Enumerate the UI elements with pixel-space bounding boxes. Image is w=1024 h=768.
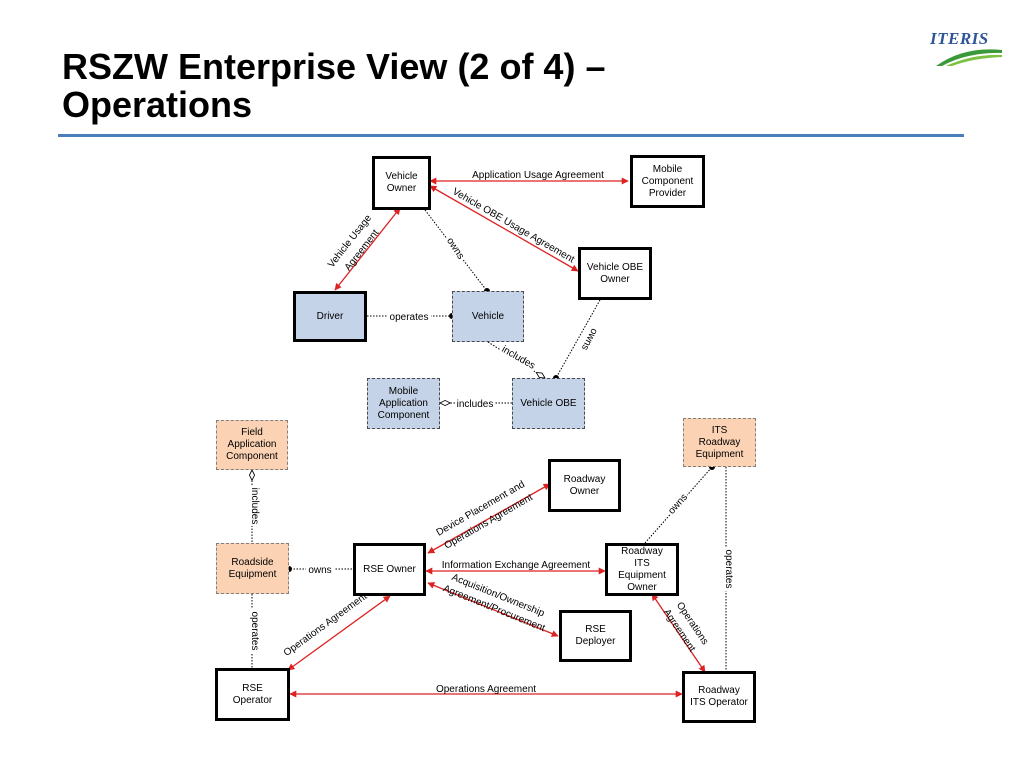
node-vehicle-label: Vehicle [471,310,505,322]
node-rse-owner-label: RSE Owner [363,563,416,575]
slide-title-line-1: RSZW Enterprise View (2 of 4) – [62,46,606,87]
node-roadway-owner-label: Roadway Owner [563,473,606,497]
node-mobile-component-provider: Mobile Component Provider [630,155,705,208]
label-owns-obe: owns [579,326,600,352]
node-rse-deployer-label: RSE Deployer [575,624,616,647]
logo-road-swoosh-icon [936,49,1002,66]
node-roadway-its-equipment-owner-label: Roadway ITS Equipment Owner [618,545,666,593]
node-mobile-application-component: Mobile Application Component [367,378,440,429]
label-operates-its-equipment: operates [723,550,734,589]
node-roadway-its-operator: Roadway ITS Operator [682,671,756,723]
node-vehicle-owner-label: Vehicle Owner [385,171,418,194]
slide-title-line-2: Operations [62,84,253,125]
slide-title: RSZW Enterprise View (2 of 4) –Operation… [62,48,605,124]
node-roadside-equipment-label: Roadside Equipment [228,556,277,580]
node-vehicle-obe: Vehicle OBE [512,378,585,429]
label-application-usage-agreement: Application Usage Agreement [472,170,604,181]
connector-vehicle-obe-usage-agreement [429,185,579,272]
label-operates-rse: operates [249,612,260,651]
connector-operations-agreement-rse [287,595,391,671]
label-operations-agreement-bottom: Operations Agreement [436,684,536,695]
logo-wordmark: ITERIS [930,29,989,48]
node-field-application-component-label: Field Application Component [226,427,278,462]
node-vehicle-obe-label: Vehicle OBE [520,397,577,409]
connector-acquisition-agreement [427,582,559,637]
node-its-roadway-equipment: ITS Roadway Equipment [683,418,756,467]
label-information-exchange-agreement: Information Exchange Agreement [442,560,591,571]
node-vehicle-owner: Vehicle Owner [372,156,431,210]
node-rse-owner: RSE Owner [353,543,426,596]
connector-owns-its-equipment [644,466,713,544]
node-driver-label: Driver [316,310,344,322]
connector-operations-agreement-its [651,593,706,673]
company-logo: ITERIS [924,28,1004,68]
label-operations-agreement-rse: Operations Agreement [282,591,370,659]
label-includes-obe: includes [500,344,537,372]
label-owns-rse: owns [308,565,331,576]
label-operates-vehicle: operates [390,312,429,323]
node-rse-operator-label: RSE Operator [232,682,273,706]
node-driver: Driver [293,291,367,342]
label-includes-mobile-app: includes [457,399,494,410]
node-rse-operator: RSE Operator [215,668,290,721]
connector-device-placement-agreement [427,483,551,554]
node-roadway-owner: Roadway Owner [548,459,621,512]
node-vehicle-obe-owner-label: Vehicle OBE Owner [586,261,644,285]
node-mobile-component-provider-label: Mobile Component Provider [641,163,694,199]
node-field-application-component: Field Application Component [216,420,288,470]
node-vehicle: Vehicle [452,291,524,342]
label-includes-field-app: includes [249,488,260,525]
node-vehicle-obe-owner: Vehicle OBE Owner [578,247,652,300]
node-roadside-equipment: Roadside Equipment [216,543,289,594]
node-roadway-its-operator-label: Roadway ITS Operator [690,685,748,708]
label-vehicle-obe-usage-agreement: Vehicle OBE Usage Agreement [450,186,576,265]
title-underline-rule [58,134,964,137]
node-its-roadway-equipment-label: ITS Roadway Equipment [695,424,744,460]
node-rse-deployer: RSE Deployer [559,610,632,662]
node-roadway-its-equipment-owner: Roadway ITS Equipment Owner [605,543,679,596]
node-mobile-application-component-label: Mobile Application Component [377,385,430,421]
connector-vehicle-usage-agreement [334,207,401,291]
